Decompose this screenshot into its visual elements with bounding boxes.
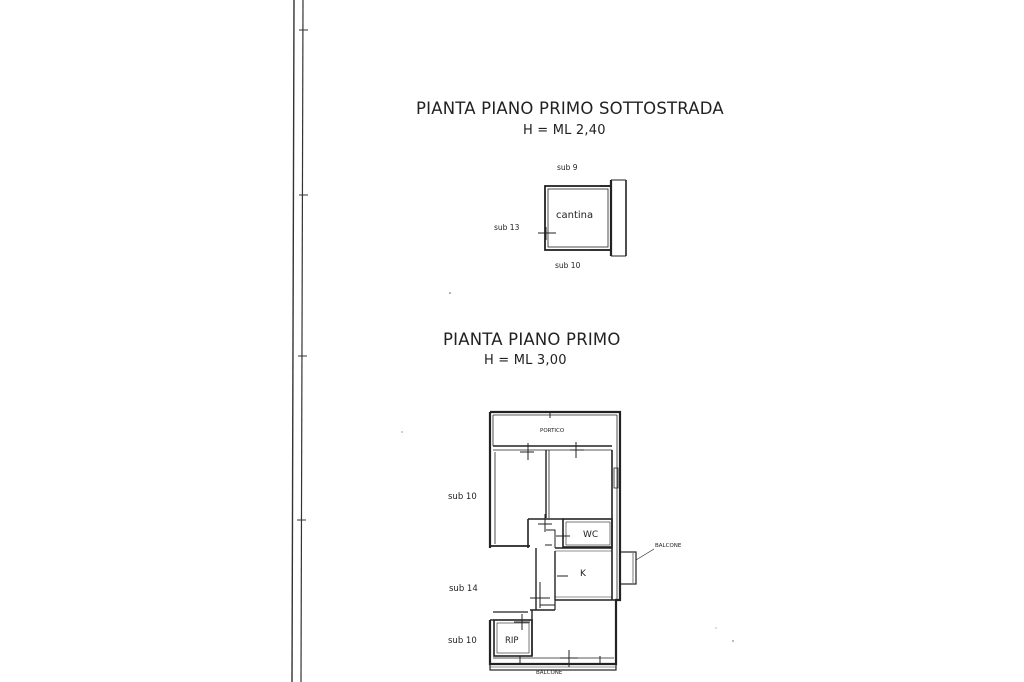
first-floor-title: PIANTA PIANO PRIMO: [443, 330, 621, 349]
basement-label-west: sub 13: [494, 223, 520, 232]
basement-label-north: sub 9: [557, 163, 578, 172]
first-floor-height: H = ML 3,00: [484, 353, 567, 368]
basement-plan: [538, 179, 627, 257]
balcone-east-label: BALCONE: [655, 543, 682, 549]
basement-title: PIANTA PIANO PRIMO SOTTOSTRADA: [416, 99, 724, 118]
sub-label-lower: sub 10: [448, 636, 477, 646]
rip-label: RIP: [505, 636, 519, 646]
basement-height: H = ML 2,40: [523, 123, 606, 138]
scan-specks: [401, 292, 734, 642]
kitchen-label: K: [580, 569, 586, 579]
sheet-border-lines: [291, 0, 308, 682]
sub-label-middle: sub 14: [449, 584, 478, 594]
wc-label: WC: [583, 530, 599, 540]
balcone-south-label: BALCONE: [536, 670, 563, 676]
first-floor-plan: [488, 410, 655, 671]
sub-label-upper: sub 10: [448, 492, 477, 502]
basement-room-label: cantina: [556, 210, 594, 221]
basement-label-south: sub 10: [555, 261, 581, 270]
portico-label: PORTICO: [540, 428, 565, 434]
